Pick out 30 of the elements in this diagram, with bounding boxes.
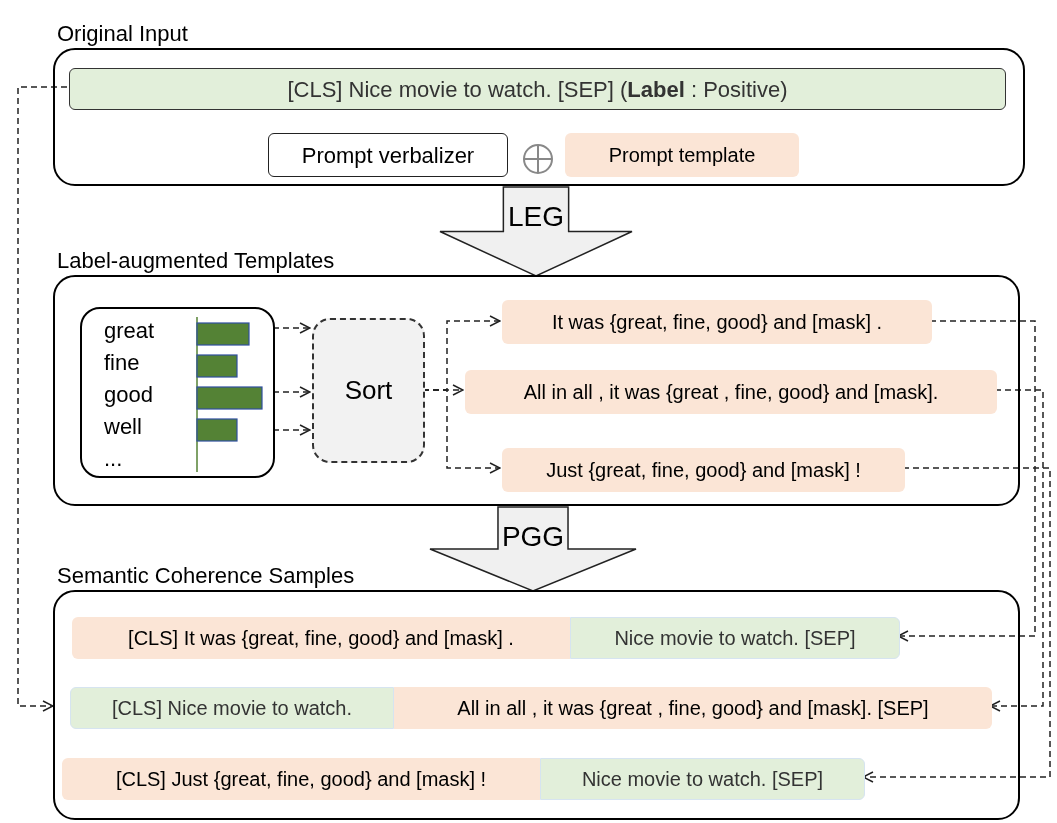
sentence-segment: Nice movie to watch. [SEP] — [570, 617, 900, 659]
block-arrow — [429, 506, 637, 592]
section-title: Label-augmented Templates — [57, 247, 335, 275]
label-word: well — [104, 413, 143, 441]
label-word: ... — [104, 445, 124, 473]
sentence-segment: [CLS] Nice movie to watch. — [70, 687, 394, 729]
input-sentence-box: [CLS] Nice movie to watch. [SEP] (Label : Positive) — [69, 68, 1006, 110]
edge-label: PGG — [501, 521, 565, 553]
dashed-arrow — [272, 386, 311, 398]
template-segment: [CLS] It was {great, fine, good} and [mask] . — [72, 617, 570, 659]
label-word: fine — [104, 349, 141, 377]
dashed-arrow — [272, 322, 311, 334]
dashed-arrow — [272, 424, 311, 436]
template-segment: [CLS] Just {great, fine, good} and [mask] ! — [62, 758, 540, 800]
dashed-arrow — [17, 86, 68, 712]
label-word: good — [104, 381, 154, 409]
template-segment: All in all , it was {great , fine, good} and [mask]. [SEP] — [394, 687, 992, 729]
edge-label: LEG — [508, 201, 564, 233]
sort-box: Sort — [312, 318, 425, 463]
block-arrow — [439, 186, 633, 277]
label-word: great — [104, 317, 155, 345]
verbalizer-box: Prompt verbalizer — [268, 133, 508, 177]
sentence-segment: Nice movie to watch. [SEP] — [540, 758, 865, 800]
template-box: Prompt template — [565, 133, 799, 177]
section-title: Semantic Coherence Samples — [57, 562, 355, 590]
template-box: Just {great, fine, good} and [mask] ! — [502, 448, 905, 492]
label-word-box — [80, 307, 275, 478]
template-box: All in all , it was {great , fine, good} and [mask]. — [465, 370, 997, 414]
template-box: It was {great, fine, good} and [mask] . — [502, 300, 932, 344]
section-title: Original Input — [57, 20, 188, 48]
